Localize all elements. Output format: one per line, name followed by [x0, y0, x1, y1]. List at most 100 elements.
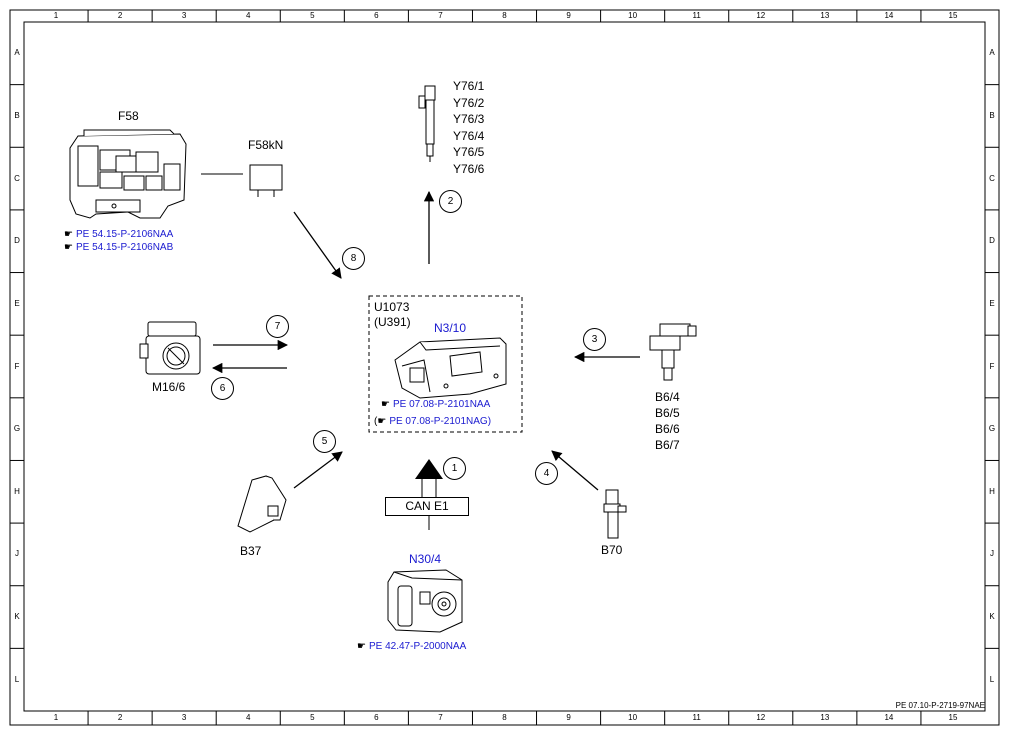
- ecu-label-blue: N3/10: [434, 321, 467, 335]
- hand-pointer-icon: ☛: [377, 416, 387, 427]
- grid-label: 15: [948, 713, 958, 722]
- y76-label: Y76/1: [453, 79, 485, 93]
- ecu-ref-1[interactable]: ☛PE 07.08-P-2101NAA: [381, 399, 490, 410]
- grid-label: 13: [820, 11, 830, 20]
- grid-label: 10: [628, 11, 638, 20]
- y76-label: Y76/6: [453, 161, 485, 176]
- grid-label: 8: [502, 11, 507, 20]
- hand-pointer-icon: ☛: [381, 399, 390, 410]
- f58-ref-1-text[interactable]: PE 54.15-P-2106NAA: [75, 229, 174, 240]
- b6-label: B6/7: [655, 438, 680, 452]
- grid-label: 4: [245, 713, 251, 722]
- grid-label: 9: [566, 713, 571, 722]
- grid-label: B: [14, 110, 20, 120]
- grid-label: 13: [820, 713, 830, 722]
- grid-label: 4: [245, 11, 251, 20]
- b6-label: B6/5: [655, 406, 680, 420]
- grid-label: K: [14, 612, 20, 622]
- grid-label: F: [14, 361, 20, 371]
- grid-label: A: [14, 48, 20, 58]
- b37-label: B37: [240, 544, 262, 558]
- grid-label: J: [990, 549, 994, 559]
- n30-ref[interactable]: ☛PE 42.47-P-2000NAA: [357, 641, 466, 652]
- injector-drawing: [418, 85, 436, 162]
- callout-1: 1: [443, 457, 466, 480]
- grid-label: 3: [181, 11, 187, 20]
- grid-label: 14: [884, 11, 894, 20]
- grid-label: 7: [438, 11, 443, 20]
- ecu-ref-2[interactable]: (☛PE 07.08-P-2101NAG): [374, 416, 491, 427]
- grid-label: 2: [117, 11, 123, 20]
- b6-labels: B6/4 B6/5 B6/6 B6/7: [655, 389, 680, 453]
- f58-ref-1[interactable]: ☛PE 54.15-P-2106NAA: [64, 229, 173, 240]
- grid-label: J: [15, 549, 19, 559]
- grid-label: L: [14, 674, 20, 684]
- throttle-drawing: [139, 321, 201, 375]
- hand-pointer-icon: ☛: [64, 229, 73, 240]
- grid-label: E: [989, 298, 995, 308]
- grid-label: 14: [884, 713, 894, 722]
- document-id: PE 07.10-P-2719-97NAE: [895, 701, 985, 710]
- grid-label: 1: [53, 11, 59, 20]
- grid-label: H: [14, 486, 20, 496]
- ecu-module-drawing: [394, 337, 507, 399]
- ecu-ref-2-text[interactable]: PE 07.08-P-2101NAG): [389, 416, 492, 427]
- grid-label: 7: [438, 713, 443, 722]
- b6-label: B6/6: [655, 422, 680, 436]
- grid-label: 3: [181, 713, 187, 722]
- grid-label: 10: [628, 713, 638, 722]
- grid-label: A: [989, 48, 995, 58]
- grid-label: H: [989, 486, 995, 496]
- esp-unit-drawing: [387, 569, 463, 633]
- grid-label: 11: [692, 11, 701, 20]
- grid-label: 5: [310, 713, 315, 722]
- callout-7: 7: [266, 315, 289, 338]
- ecu-label-1: U1073: [374, 300, 410, 314]
- grid-label: 15: [948, 11, 958, 20]
- can-bus-box: CAN E1: [385, 497, 469, 516]
- arrow-5: [293, 451, 343, 489]
- ecu-ref-2-paren: (: [374, 416, 378, 427]
- y76-label: Y76/3: [453, 112, 485, 126]
- ecu-label-2: (U391): [374, 315, 411, 329]
- callout-3: 3: [583, 328, 606, 351]
- n30-label: N30/4: [409, 552, 442, 566]
- grid-label: 12: [756, 11, 766, 20]
- ecu-dashed-box: [368, 295, 523, 433]
- grid-label: 6: [374, 713, 379, 722]
- hand-pointer-icon: ☛: [357, 641, 366, 652]
- f58-label: F58: [118, 109, 139, 123]
- f58kn-label: F58kN: [248, 138, 284, 152]
- hand-pointer-icon: ☛: [64, 242, 73, 253]
- grid-label: 11: [692, 713, 701, 722]
- grid-label: 12: [756, 713, 766, 722]
- f58-module-drawing: [69, 129, 187, 219]
- b6-label: B6/4: [655, 390, 680, 404]
- grid-label: 2: [117, 713, 123, 722]
- y76-label: Y76/4: [453, 128, 485, 143]
- n30-ref-text[interactable]: PE 42.47-P-2000NAA: [368, 641, 467, 652]
- camshaft-sensor-drawing: [649, 323, 697, 381]
- ecu-ref-1-text[interactable]: PE 07.08-P-2101NAA: [392, 399, 491, 410]
- pedal-sensor-drawing: [237, 475, 287, 533]
- grid-label: C: [989, 173, 995, 183]
- grid-label: E: [14, 298, 20, 308]
- f58-ref-2-text[interactable]: PE 54.15-P-2106NAB: [75, 242, 174, 253]
- grid-label: G: [13, 424, 21, 434]
- grid-label: D: [989, 236, 995, 246]
- grid-label: G: [988, 424, 996, 434]
- y76-label: Y76/2: [453, 95, 485, 110]
- crankshaft-sensor-drawing: [603, 489, 627, 539]
- grid-label: B: [989, 110, 995, 120]
- arrow-8: [293, 211, 342, 279]
- grid-label: D: [14, 236, 20, 246]
- grid-label: C: [14, 173, 20, 183]
- grid-label: 1: [53, 713, 59, 722]
- f58-ref-2[interactable]: ☛PE 54.15-P-2106NAB: [64, 242, 173, 253]
- y76-labels: Y76/1 Y76/2 Y76/3 Y76/4 Y76/5 Y76/6: [453, 78, 484, 177]
- y76-label: Y76/5: [453, 145, 485, 159]
- callout-6: 6: [211, 377, 234, 400]
- m16-label: M16/6: [152, 380, 186, 394]
- grid-label: F: [989, 361, 995, 371]
